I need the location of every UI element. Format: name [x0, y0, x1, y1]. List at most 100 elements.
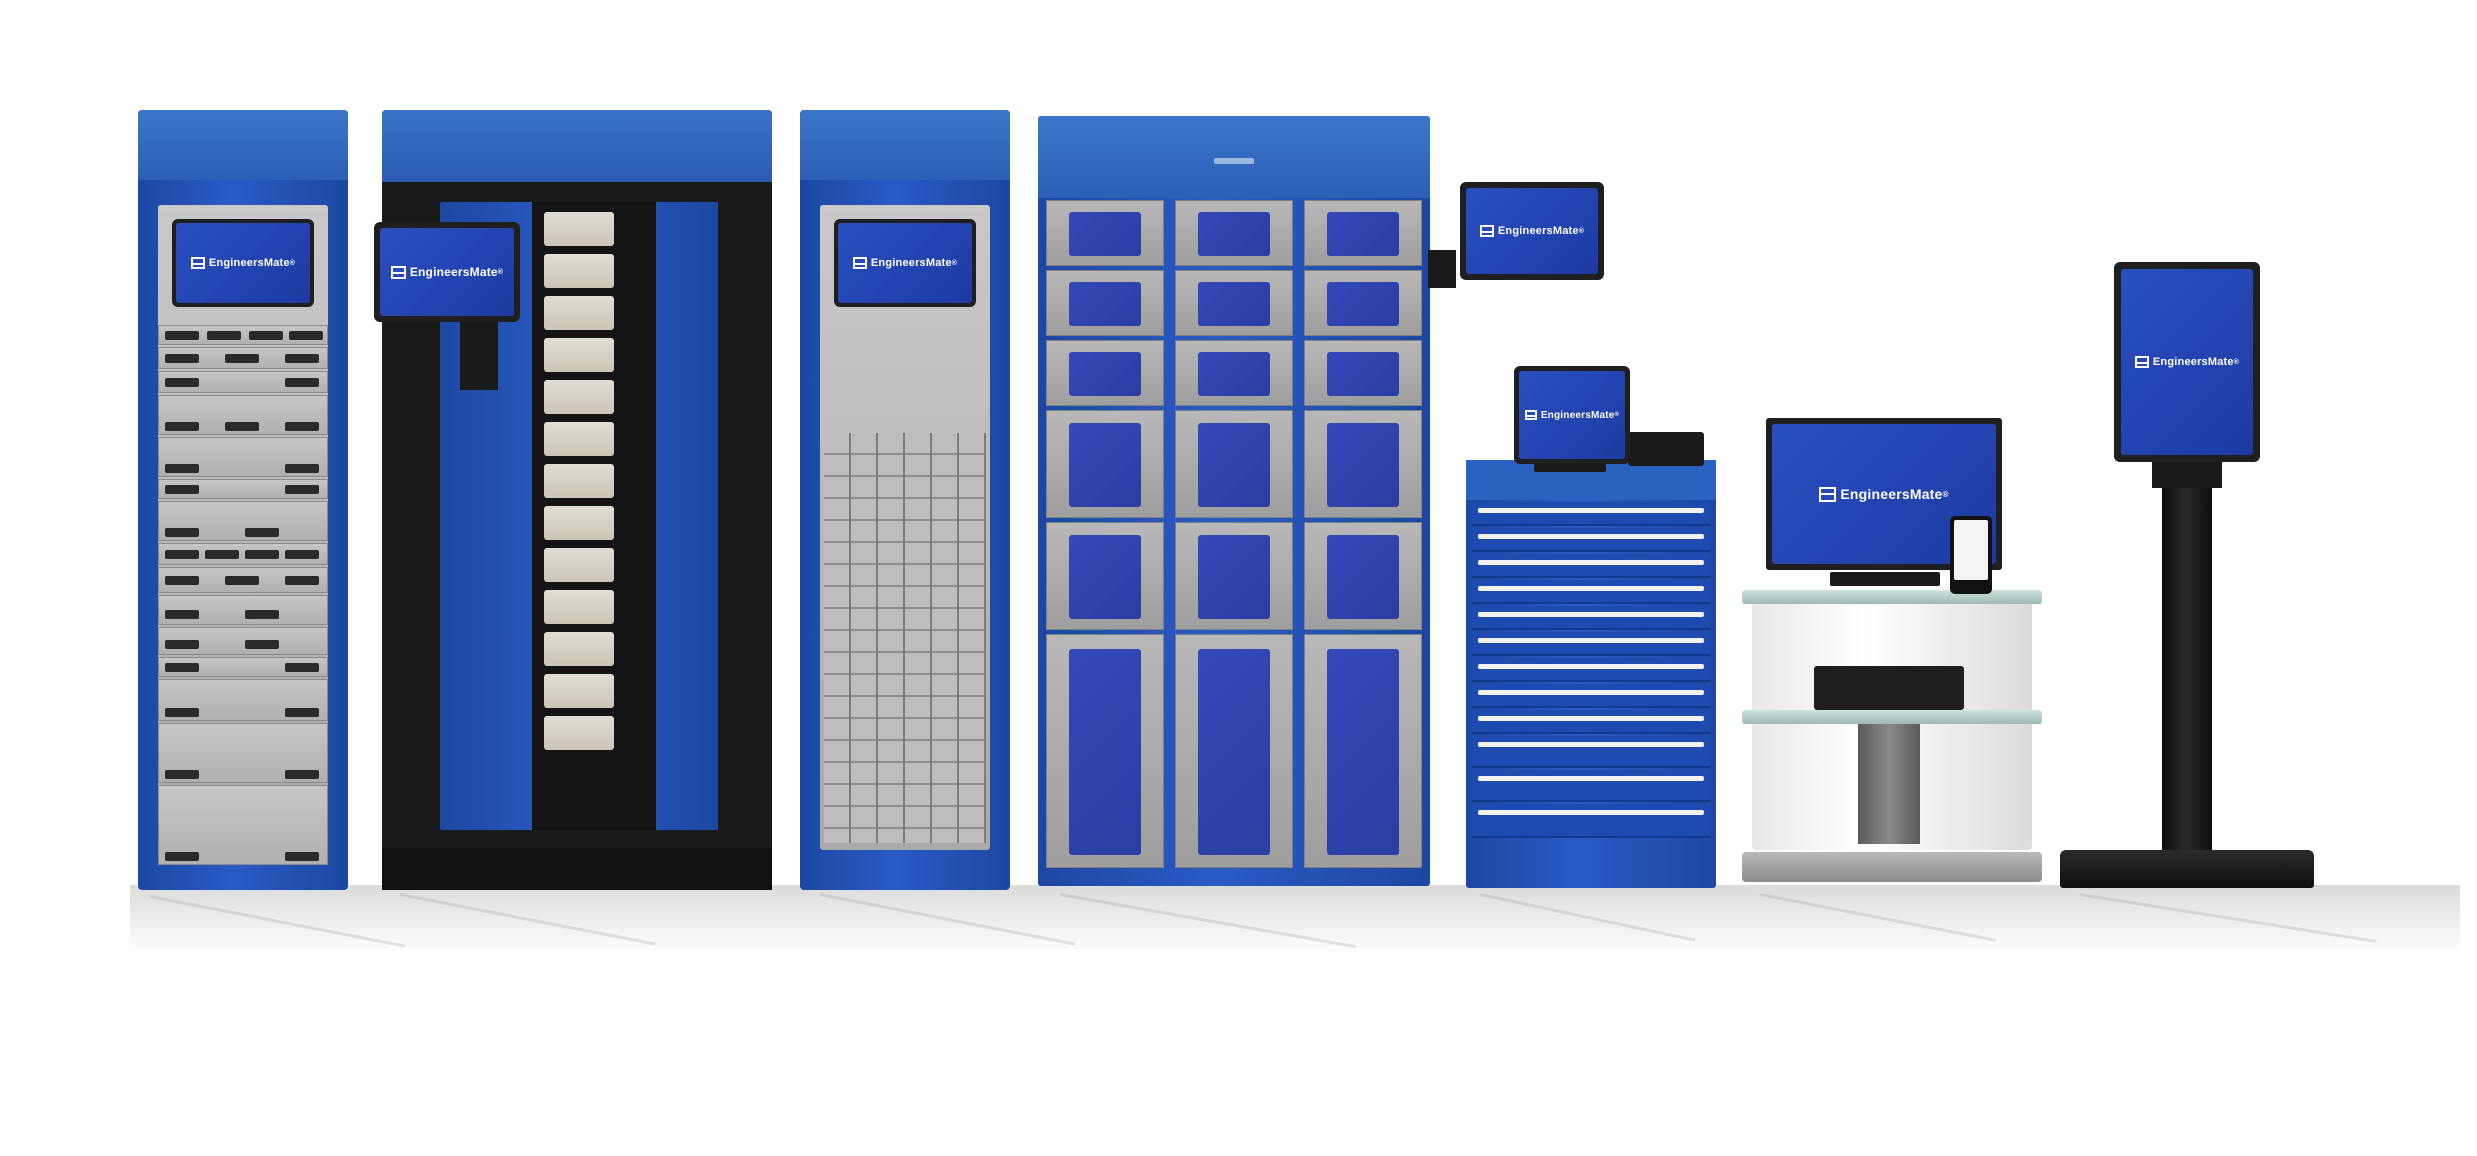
cabinet-drawer[interactable] — [1472, 770, 1710, 802]
drawer[interactable] — [158, 567, 328, 593]
drawer-handle — [165, 464, 199, 473]
spiral-slot[interactable] — [544, 422, 614, 456]
cabinet-drawer[interactable] — [1472, 632, 1710, 656]
screen[interactable]: EngineersMate ® — [1460, 182, 1604, 280]
drawer-handle — [285, 550, 319, 559]
locker-door[interactable] — [1304, 410, 1422, 518]
drawer-handle — [165, 378, 199, 387]
cabinet-drawer[interactable] — [1472, 658, 1710, 682]
drawer-handle — [165, 331, 199, 340]
cabinet-drawer[interactable] — [1472, 684, 1710, 708]
cabinet-drawer[interactable] — [1472, 804, 1710, 838]
cabinet-drawer[interactable] — [1472, 606, 1710, 630]
drawer-handle — [285, 422, 319, 431]
locker-door[interactable] — [1046, 410, 1164, 518]
locker-door[interactable] — [1175, 270, 1293, 336]
locker-door[interactable] — [1046, 340, 1164, 406]
drawer[interactable] — [158, 325, 328, 345]
locker-door[interactable] — [1304, 522, 1422, 630]
spiral-slot[interactable] — [544, 254, 614, 288]
drawer[interactable] — [158, 543, 328, 565]
locker-window — [1069, 423, 1141, 507]
locker-door[interactable] — [1304, 634, 1422, 868]
locker-door[interactable] — [1046, 522, 1164, 630]
kiosk-neck — [2152, 462, 2222, 488]
cabinet-drawer[interactable] — [1472, 528, 1710, 552]
spiral-slot[interactable] — [544, 632, 614, 666]
locker-window — [1198, 282, 1270, 326]
drawer[interactable] — [158, 657, 328, 677]
small-bin-vending-machine: EngineersMate ® — [800, 110, 1010, 890]
screen[interactable]: EngineersMate ® — [374, 222, 520, 322]
logo-text: EngineersMate — [208, 257, 290, 269]
cabinet-drawer[interactable] — [1472, 580, 1710, 604]
cabinet-drawer[interactable] — [1472, 554, 1710, 578]
spiral-slot[interactable] — [544, 464, 614, 498]
drawer-handle — [249, 331, 283, 340]
trademark-mark: ® — [289, 259, 296, 267]
trademark-mark: ® — [497, 268, 504, 276]
spiral-slot[interactable] — [544, 590, 614, 624]
drawer[interactable] — [158, 723, 328, 783]
screen-display: EngineersMate ® — [838, 223, 972, 303]
locker-door[interactable] — [1175, 634, 1293, 868]
drawer[interactable] — [158, 479, 328, 499]
cabinet-drawer[interactable] — [1472, 710, 1710, 734]
monitor-stand — [1830, 572, 1940, 586]
screen-display: EngineersMate ® — [1519, 371, 1625, 459]
handheld-scanner — [1950, 516, 1992, 594]
cabinet-drawer[interactable] — [1472, 736, 1710, 768]
locker-door[interactable] — [1175, 340, 1293, 406]
drawer-handle — [165, 550, 199, 559]
drawer-handle — [285, 354, 319, 363]
spiral-slot[interactable] — [544, 296, 614, 330]
screen-display: EngineersMate ® — [1466, 188, 1598, 274]
kiosk-base — [2060, 850, 2314, 888]
drawer[interactable] — [158, 347, 328, 369]
cabinet-drawer[interactable] — [1472, 502, 1710, 526]
logo-icon — [190, 257, 205, 269]
logo-icon — [852, 257, 867, 269]
locker-door[interactable] — [1304, 340, 1422, 406]
spiral-slot[interactable] — [544, 506, 614, 540]
locker-door[interactable] — [1046, 634, 1164, 868]
screen[interactable]: EngineersMate ® — [1514, 366, 1630, 464]
locker-door[interactable] — [1304, 200, 1422, 266]
drawer[interactable] — [158, 371, 328, 393]
drawer[interactable] — [158, 437, 328, 477]
drawer[interactable] — [158, 785, 328, 865]
screen[interactable]: EngineersMate ® — [2114, 262, 2260, 462]
locker-door[interactable] — [1175, 200, 1293, 266]
drawer[interactable] — [158, 679, 328, 721]
drawer[interactable] — [158, 395, 328, 435]
screen[interactable]: EngineersMate ® — [172, 219, 314, 307]
screen-display: EngineersMate ® — [2121, 269, 2253, 455]
locker-door[interactable] — [1175, 522, 1293, 630]
screen[interactable]: EngineersMate ® — [834, 219, 976, 307]
drawer[interactable] — [158, 501, 328, 541]
spiral-slot[interactable] — [544, 380, 614, 414]
drawer-handle — [165, 528, 199, 537]
desktop-station — [1742, 590, 2042, 888]
drawer-handle — [245, 610, 279, 619]
spiral-slot[interactable] — [544, 716, 614, 750]
locker-door[interactable] — [1304, 270, 1422, 336]
machine-roof — [382, 110, 772, 182]
locker-door[interactable] — [1046, 270, 1164, 336]
locker-door[interactable] — [1175, 410, 1293, 518]
locker-window — [1198, 352, 1270, 396]
trademark-mark: ® — [1614, 412, 1620, 418]
spiral-slot[interactable] — [544, 674, 614, 708]
drawer[interactable] — [158, 627, 328, 655]
trademark-mark: ® — [2233, 358, 2240, 366]
spiral-slot[interactable] — [544, 212, 614, 246]
locker-window — [1327, 649, 1399, 855]
spiral-slot[interactable] — [544, 548, 614, 582]
locker-door[interactable] — [1046, 200, 1164, 266]
spiral-slot[interactable] — [544, 338, 614, 372]
bin-panel: EngineersMate ® — [820, 205, 990, 850]
screen[interactable]: EngineersMate ® — [1766, 418, 2002, 570]
drawer-handle — [245, 528, 279, 537]
drawer[interactable] — [158, 595, 328, 625]
floor-shadow — [130, 885, 2460, 955]
